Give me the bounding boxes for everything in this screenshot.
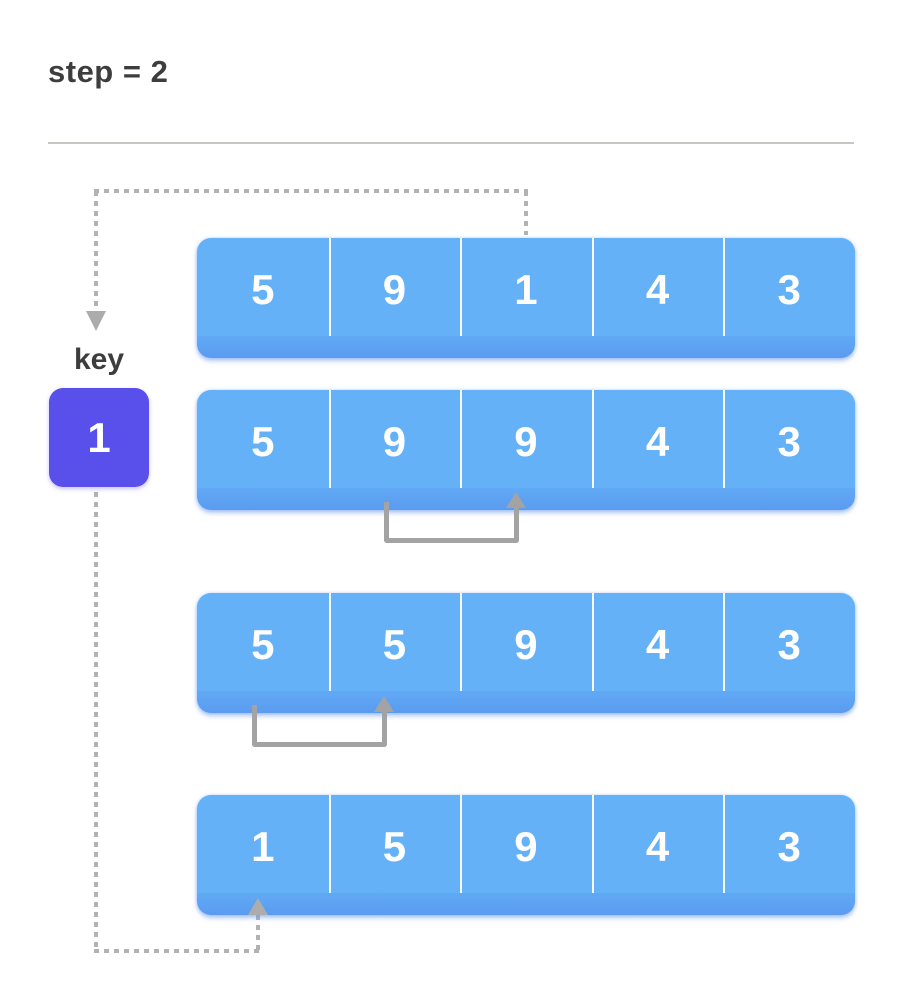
array-cell: 3 xyxy=(777,418,801,465)
array-cell: 3 xyxy=(777,621,801,668)
array-cell: 9 xyxy=(514,621,538,668)
cell-divider xyxy=(591,795,594,893)
array-cells: 5 5 9 4 3 xyxy=(197,593,855,691)
array-cell: 5 xyxy=(251,266,275,313)
array-bottom-shade xyxy=(197,691,855,713)
array-cell: 1 xyxy=(251,823,275,870)
arrow-down-icon xyxy=(86,311,106,331)
cell-divider xyxy=(328,795,331,893)
key-label: key xyxy=(73,343,125,376)
array-cell: 3 xyxy=(777,266,801,313)
cell-divider xyxy=(591,238,594,336)
divider-line xyxy=(48,142,854,144)
key-extract-path-horizontal xyxy=(94,189,528,193)
array-cell: 9 xyxy=(514,823,538,870)
array-cell: 4 xyxy=(645,621,670,668)
array-cell: 5 xyxy=(382,621,407,668)
arrow-up-icon xyxy=(248,898,268,915)
array-cell: 1 xyxy=(514,266,538,313)
key-insert-path-left-segment xyxy=(94,492,98,952)
key-value: 1 xyxy=(87,413,111,461)
shift-arrow-2 xyxy=(252,705,387,747)
array-cell: 9 xyxy=(382,418,407,465)
array-row-2: 5 9 9 4 3 xyxy=(197,390,855,510)
step-title: step = 2 xyxy=(48,54,169,89)
cell-divider xyxy=(723,238,726,336)
cell-divider xyxy=(723,390,726,488)
array-cell: 5 xyxy=(382,823,407,870)
array-cells: 5 9 1 4 3 xyxy=(197,238,855,336)
key-insert-path-right-segment xyxy=(256,915,260,953)
array-cell: 5 xyxy=(251,621,275,668)
array-cells: 1 5 9 4 3 xyxy=(197,795,855,893)
cell-divider xyxy=(723,593,726,691)
arrow-up-icon xyxy=(374,696,394,712)
cell-divider xyxy=(591,593,594,691)
key-box: 1 xyxy=(49,388,149,487)
cell-divider xyxy=(723,795,726,893)
array-bottom-shade xyxy=(197,488,855,510)
cell-divider xyxy=(328,238,331,336)
cell-divider xyxy=(460,238,463,336)
cell-divider xyxy=(328,390,331,488)
cell-divider xyxy=(460,390,463,488)
cell-divider xyxy=(328,593,331,691)
key-insert-path-horizontal xyxy=(94,949,260,953)
array-bottom-shade xyxy=(197,893,855,915)
arrow-up-icon xyxy=(506,492,526,508)
key-extract-path-left-segment xyxy=(94,191,98,309)
shift-arrow-1 xyxy=(384,502,519,543)
array-cell: 9 xyxy=(382,266,407,313)
array-cell: 9 xyxy=(514,418,538,465)
array-cell: 4 xyxy=(645,823,670,870)
cell-divider xyxy=(591,390,594,488)
cell-divider xyxy=(460,593,463,691)
key-extract-path-right-segment xyxy=(524,191,528,235)
array-cell: 4 xyxy=(645,418,670,465)
cell-divider xyxy=(460,795,463,893)
array-cell: 3 xyxy=(777,823,801,870)
array-bottom-shade xyxy=(197,336,855,358)
array-row-1: 5 9 1 4 3 xyxy=(197,238,855,358)
array-cell: 4 xyxy=(645,266,670,313)
array-row-4: 1 5 9 4 3 xyxy=(197,795,855,915)
array-row-3: 5 5 9 4 3 xyxy=(197,593,855,713)
array-cells: 5 9 9 4 3 xyxy=(197,390,855,488)
array-cell: 5 xyxy=(251,418,275,465)
